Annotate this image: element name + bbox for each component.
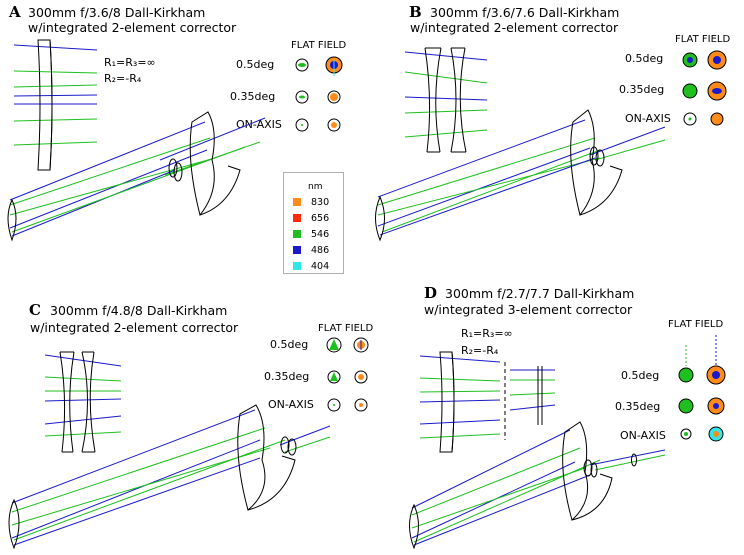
panel-title-line1: 300mm f/3.6/7.6 Dall-Kirkham <box>430 5 620 20</box>
spot-diagrams-a <box>295 56 343 132</box>
panel-letter: B <box>409 3 422 21</box>
corrector-detail-c <box>44 351 122 453</box>
panel-letter: C <box>29 301 41 319</box>
corrector-detail-b <box>404 47 488 153</box>
radius-formula-2: R₂=-R₄ <box>104 72 142 85</box>
panel-title-line1: 300mm f/2.7/7.7 Dall-Kirkham <box>445 286 635 301</box>
field-label-035: 0.35deg <box>230 90 276 103</box>
legend-label: 546 <box>311 229 330 240</box>
wavelength-legend: nm 830 656 546 486 404 <box>283 172 344 274</box>
legend-swatch <box>293 198 301 206</box>
legend-label: 656 <box>311 213 330 224</box>
spot-diagrams-b <box>682 50 727 126</box>
field-label-035: 0.35deg <box>619 83 665 96</box>
field-label-on-axis: ON-AXIS <box>236 118 282 131</box>
radius-formula-2: R₂=-R₄ <box>461 344 499 357</box>
legend-entry: 830 <box>293 197 329 209</box>
legend-unit: nm <box>308 182 323 192</box>
legend-label: 486 <box>311 245 330 256</box>
legend-entry: 546 <box>293 229 329 241</box>
field-label-on-axis: ON-AXIS <box>620 429 666 442</box>
field-label-05: 0.5deg <box>270 338 309 351</box>
corrector-detail-a <box>13 39 98 171</box>
legend-swatch <box>293 246 301 254</box>
panel-title-line2: w/integrated 3-element corrector <box>424 302 633 317</box>
legend-entry: 486 <box>293 245 329 257</box>
panel-title-line1: 300mm f/4.8/8 Dall-Kirkham <box>50 303 228 318</box>
corrector-detail-d <box>419 351 556 453</box>
panel-title-line2: w/integrated 2-element corrector <box>410 20 619 35</box>
telescope-layout-a <box>7 111 266 242</box>
legend-swatch <box>293 230 301 238</box>
field-label-on-axis: ON-AXIS <box>268 398 314 411</box>
field-label-035: 0.35deg <box>264 370 310 383</box>
field-label-on-axis: ON-AXIS <box>625 112 671 125</box>
panel-title-line1: 300mm f/3.6/8 Dall-Kirkham <box>28 5 206 20</box>
flat-field-label: FLAT FIELD <box>318 323 374 334</box>
panel-letter: D <box>424 284 438 302</box>
telescope-layout-d <box>409 421 666 550</box>
legend-swatch <box>293 262 301 270</box>
field-label-035: 0.35deg <box>615 400 661 413</box>
field-label-05: 0.5deg <box>236 58 275 71</box>
flat-field-label: FLAT FIELD <box>291 40 347 51</box>
flat-field-label: FLAT FIELD <box>668 319 724 330</box>
panel-title-line2: w/integrated 2-element corrector <box>30 320 239 335</box>
legend-swatch <box>293 214 301 222</box>
panel-letter: A <box>9 3 21 21</box>
radius-formula-1: R₁=R₃=∞ <box>461 327 513 340</box>
telescope-layout-c <box>8 404 331 550</box>
legend-label: 830 <box>311 197 330 208</box>
flat-field-label: FLAT FIELD <box>675 34 731 45</box>
panel-title-line2: w/integrated 2-element corrector <box>28 20 237 35</box>
legend-entry: 656 <box>293 213 329 225</box>
field-label-05: 0.5deg <box>625 52 664 65</box>
legend-label: 404 <box>311 261 330 272</box>
telescope-layout-b <box>375 109 666 242</box>
legend-entry: 404 <box>293 261 329 273</box>
field-label-05: 0.5deg <box>621 369 660 382</box>
spot-diagrams-c <box>326 337 369 412</box>
radius-formula-1: R₁=R₃=∞ <box>104 56 156 69</box>
spot-diagrams-d <box>678 335 726 442</box>
